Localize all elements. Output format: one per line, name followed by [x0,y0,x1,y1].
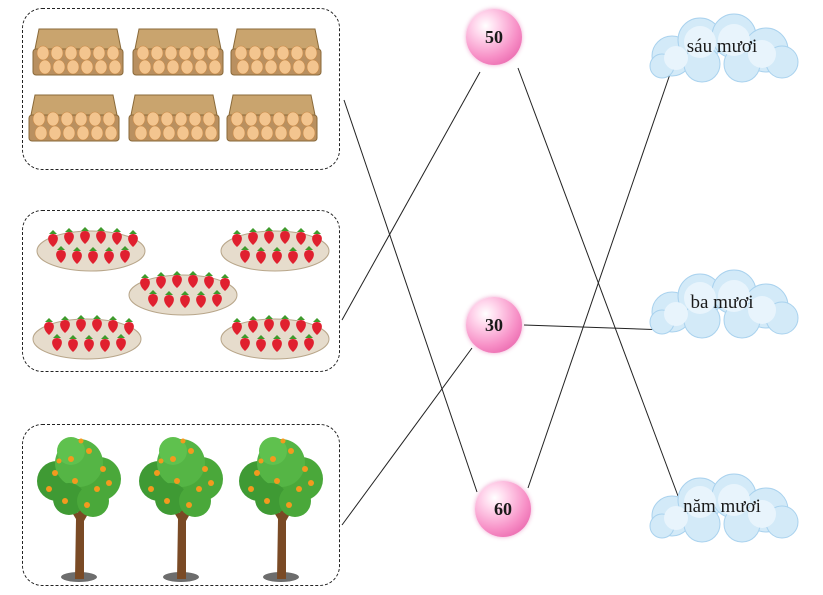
connector-eggs-to-60 [343,99,478,493]
number-label: 30 [485,314,503,335]
strawberry-plates-picture [23,211,341,373]
strawberry-plate-icon [129,271,237,315]
connector-30-to-ba-muoi [523,324,669,331]
cloud-icon [649,13,799,83]
word-cloud-nam-muoi[interactable]: năm mươi [642,472,802,544]
word-label: năm mươi [683,496,761,517]
number-label: 50 [485,26,503,47]
strawberry-plate-icon [221,315,329,359]
connector-60-to-sau-muoi [527,73,671,489]
number-ball-60[interactable]: 60 [475,481,531,537]
egg-carton-icon [32,28,124,76]
number-ball-30[interactable]: 30 [466,297,522,353]
word-cloud-sau-muoi[interactable]: sáu mươi [642,12,802,84]
word-label: sáu mươi [686,36,758,57]
strawberry-plate-icon [37,227,145,271]
egg-carton-icon [230,28,322,76]
connector-strawberries-to-50 [341,71,481,321]
group-eggs[interactable] [22,8,340,170]
strawberry-plate-icon [221,227,329,271]
orange-tree-icon [37,437,121,582]
word-cloud-ba-muoi[interactable]: ba mươi [642,268,802,340]
egg-carton-icon [128,94,220,142]
number-ball-50[interactable]: 50 [466,9,522,65]
group-trees[interactable] [22,424,340,586]
cloud-icon [649,473,799,543]
number-label: 60 [494,498,512,519]
egg-carton-icon [132,28,224,76]
word-label: ba mươi [690,292,754,313]
orange-tree-icon [239,437,323,582]
cloud-icon [649,269,799,339]
connector-trees-to-30 [341,347,473,526]
strawberry-plate-icon [33,315,141,359]
egg-carton-icon [226,94,318,142]
egg-carton-icon [28,94,120,142]
orange-trees-picture [37,437,323,582]
orange-tree-icon [139,437,223,582]
egg-cartons-picture [28,28,322,142]
group-strawberries[interactable] [22,210,340,372]
connector-50-to-nam-muoi [517,67,679,497]
